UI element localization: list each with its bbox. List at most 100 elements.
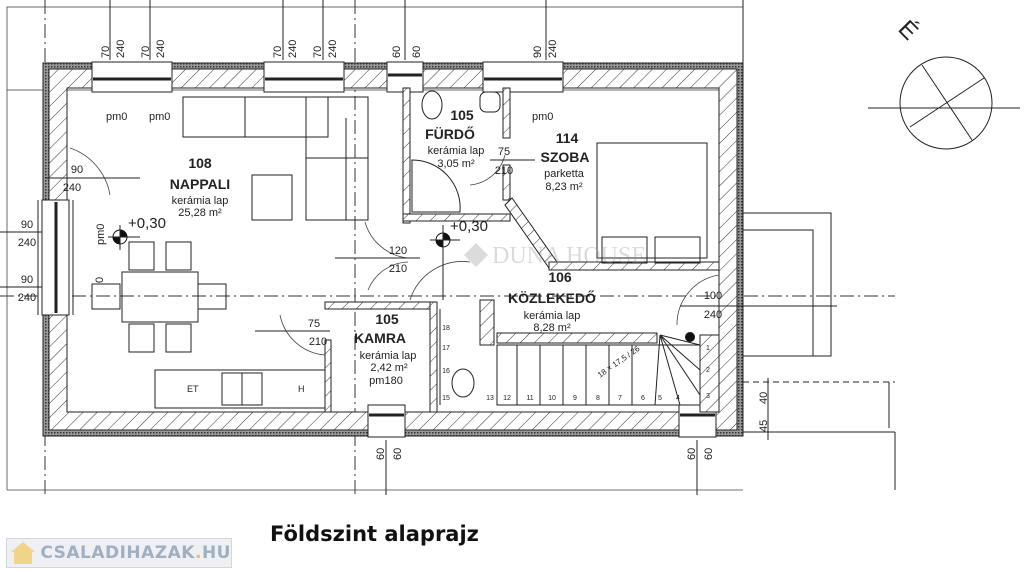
door-height: 240 (18, 237, 36, 249)
window-dim: 70 (312, 46, 324, 58)
stair-step: 2 (706, 367, 710, 374)
room-floor: kerámia lap (524, 310, 581, 322)
logo-name: CSALADIHAZAK (40, 543, 195, 563)
door-width: 100 (704, 290, 722, 302)
furniture (91, 90, 708, 409)
windows (37, 61, 717, 438)
level-label: +0,30 (128, 215, 166, 232)
door-height: 240 (18, 292, 36, 304)
watermark-text: DUNA HOUSE (492, 243, 646, 269)
logo-tld: HU (201, 543, 231, 563)
stair-step: 1 (706, 345, 710, 352)
window-dim: 70 (140, 46, 152, 58)
window-dim: 90 (532, 46, 544, 58)
room-name: KÖZLEKEDŐ (508, 289, 596, 306)
stair-step: 17 (442, 345, 450, 352)
room-number: 106 (548, 269, 572, 285)
parapet-label: 0 (94, 277, 106, 283)
window-dim: 60 (686, 448, 698, 460)
room-note: pm180 (369, 375, 403, 387)
window-dim: 60 (703, 448, 715, 460)
stair-step: 13 (486, 395, 494, 402)
window-dim: 60 (391, 46, 403, 58)
site-logo[interactable]: CSALADIHAZAK.HU (6, 538, 232, 568)
window-dim: 240 (115, 40, 127, 58)
door-width: 90 (21, 219, 33, 231)
room-area: 2,42 m² (370, 362, 408, 374)
room-floor: parketta (544, 168, 585, 180)
doors (69, 147, 720, 356)
stair-step: 16 (442, 368, 450, 375)
stair-step: 11 (526, 395, 533, 402)
stair-step: 15 (442, 395, 450, 402)
stair-label: 18 × 17,5 / 26 (596, 344, 642, 380)
room-number: 108 (188, 155, 212, 171)
door-width: 120 (389, 245, 407, 257)
room-area: 3,05 m² (437, 158, 475, 170)
stair-step: 8 (596, 395, 600, 402)
room-floor: kerámia lap (360, 350, 417, 362)
window-dim: 60 (392, 448, 404, 460)
window-dim: 240 (547, 40, 559, 58)
room-floor: kerámia lap (172, 195, 229, 207)
interior-walls (324, 87, 720, 413)
parapet-labels: pm0 pm0 pm0 pm0 0 (94, 111, 553, 283)
logo-text: CSALADIHAZAK.HU (40, 543, 231, 563)
oven-label: ET (187, 384, 199, 394)
door-height: 210 (389, 263, 407, 275)
level-label: +0,30 (450, 218, 488, 235)
drawing-title: Földszint alaprajz (270, 522, 479, 546)
room-number: 114 (556, 130, 579, 146)
window-dimensions: 70 240 70 240 70 240 70 240 60 60 90 240… (100, 40, 770, 460)
room-labels: 108 NAPPALI kerámia lap 25,28 m² 105 FÜR… (170, 107, 596, 387)
window-dim: 240 (327, 40, 339, 58)
terrace (680, 212, 896, 490)
window-dim: 70 (100, 46, 112, 58)
hob-label: H (298, 384, 305, 394)
stair-step: 7 (618, 395, 622, 402)
room-name: FÜRDŐ (425, 125, 475, 142)
stair-start-marker (685, 332, 695, 342)
door-width: 90 (71, 164, 83, 176)
window-dim: 240 (287, 40, 299, 58)
room-area: 8,28 m² (533, 322, 571, 334)
stair-step: 4 (676, 395, 680, 402)
parapet-label: pm0 (532, 111, 553, 123)
door-width: 75 (498, 146, 510, 158)
room-name: KAMRA (354, 330, 406, 346)
parapet-label: pm0 (149, 111, 170, 123)
door-height: 240 (704, 309, 722, 321)
north-label: É (893, 15, 923, 45)
room-area: 8,23 m² (545, 181, 583, 193)
room-number: 105 (375, 311, 399, 327)
room-number: 105 (450, 107, 474, 123)
stair-step: 5 (658, 395, 662, 402)
window-dim: 70 (272, 46, 284, 58)
parapet-label: pm0 (95, 224, 107, 245)
north-compass-icon (868, 56, 1020, 150)
stair-step: 6 (641, 395, 645, 402)
door-width: 75 (308, 318, 320, 330)
room-floor: kerámia lap (428, 145, 485, 157)
door-height: 210 (309, 336, 327, 348)
stair-step-numbers: 1 2 3 4 5 6 7 8 9 10 11 12 13 15 16 17 1… (442, 325, 710, 402)
stair-step: 3 (706, 393, 710, 400)
door-dimensions: 90 240 90 240 90 240 120 210 75 210 75 2… (18, 146, 722, 348)
logo-dot: . (194, 543, 202, 563)
door-height: 210 (495, 165, 513, 177)
stair-step: 10 (548, 395, 556, 402)
stair-step: 18 (442, 325, 450, 332)
house-icon (11, 542, 36, 564)
stair-step: 9 (573, 395, 577, 402)
stair-step: 12 (503, 395, 511, 402)
window-dim: 240 (155, 40, 167, 58)
room-name: SZOBA (541, 149, 590, 165)
level-marker (108, 225, 460, 300)
room-name: NAPPALI (170, 176, 230, 192)
door-width: 90 (21, 274, 33, 286)
watermark-logo: DUNA HOUSE (464, 243, 646, 269)
room-area: 25,28 m² (178, 207, 222, 219)
terrace-dim: 45 (758, 420, 770, 432)
window-dim: 60 (375, 448, 387, 460)
